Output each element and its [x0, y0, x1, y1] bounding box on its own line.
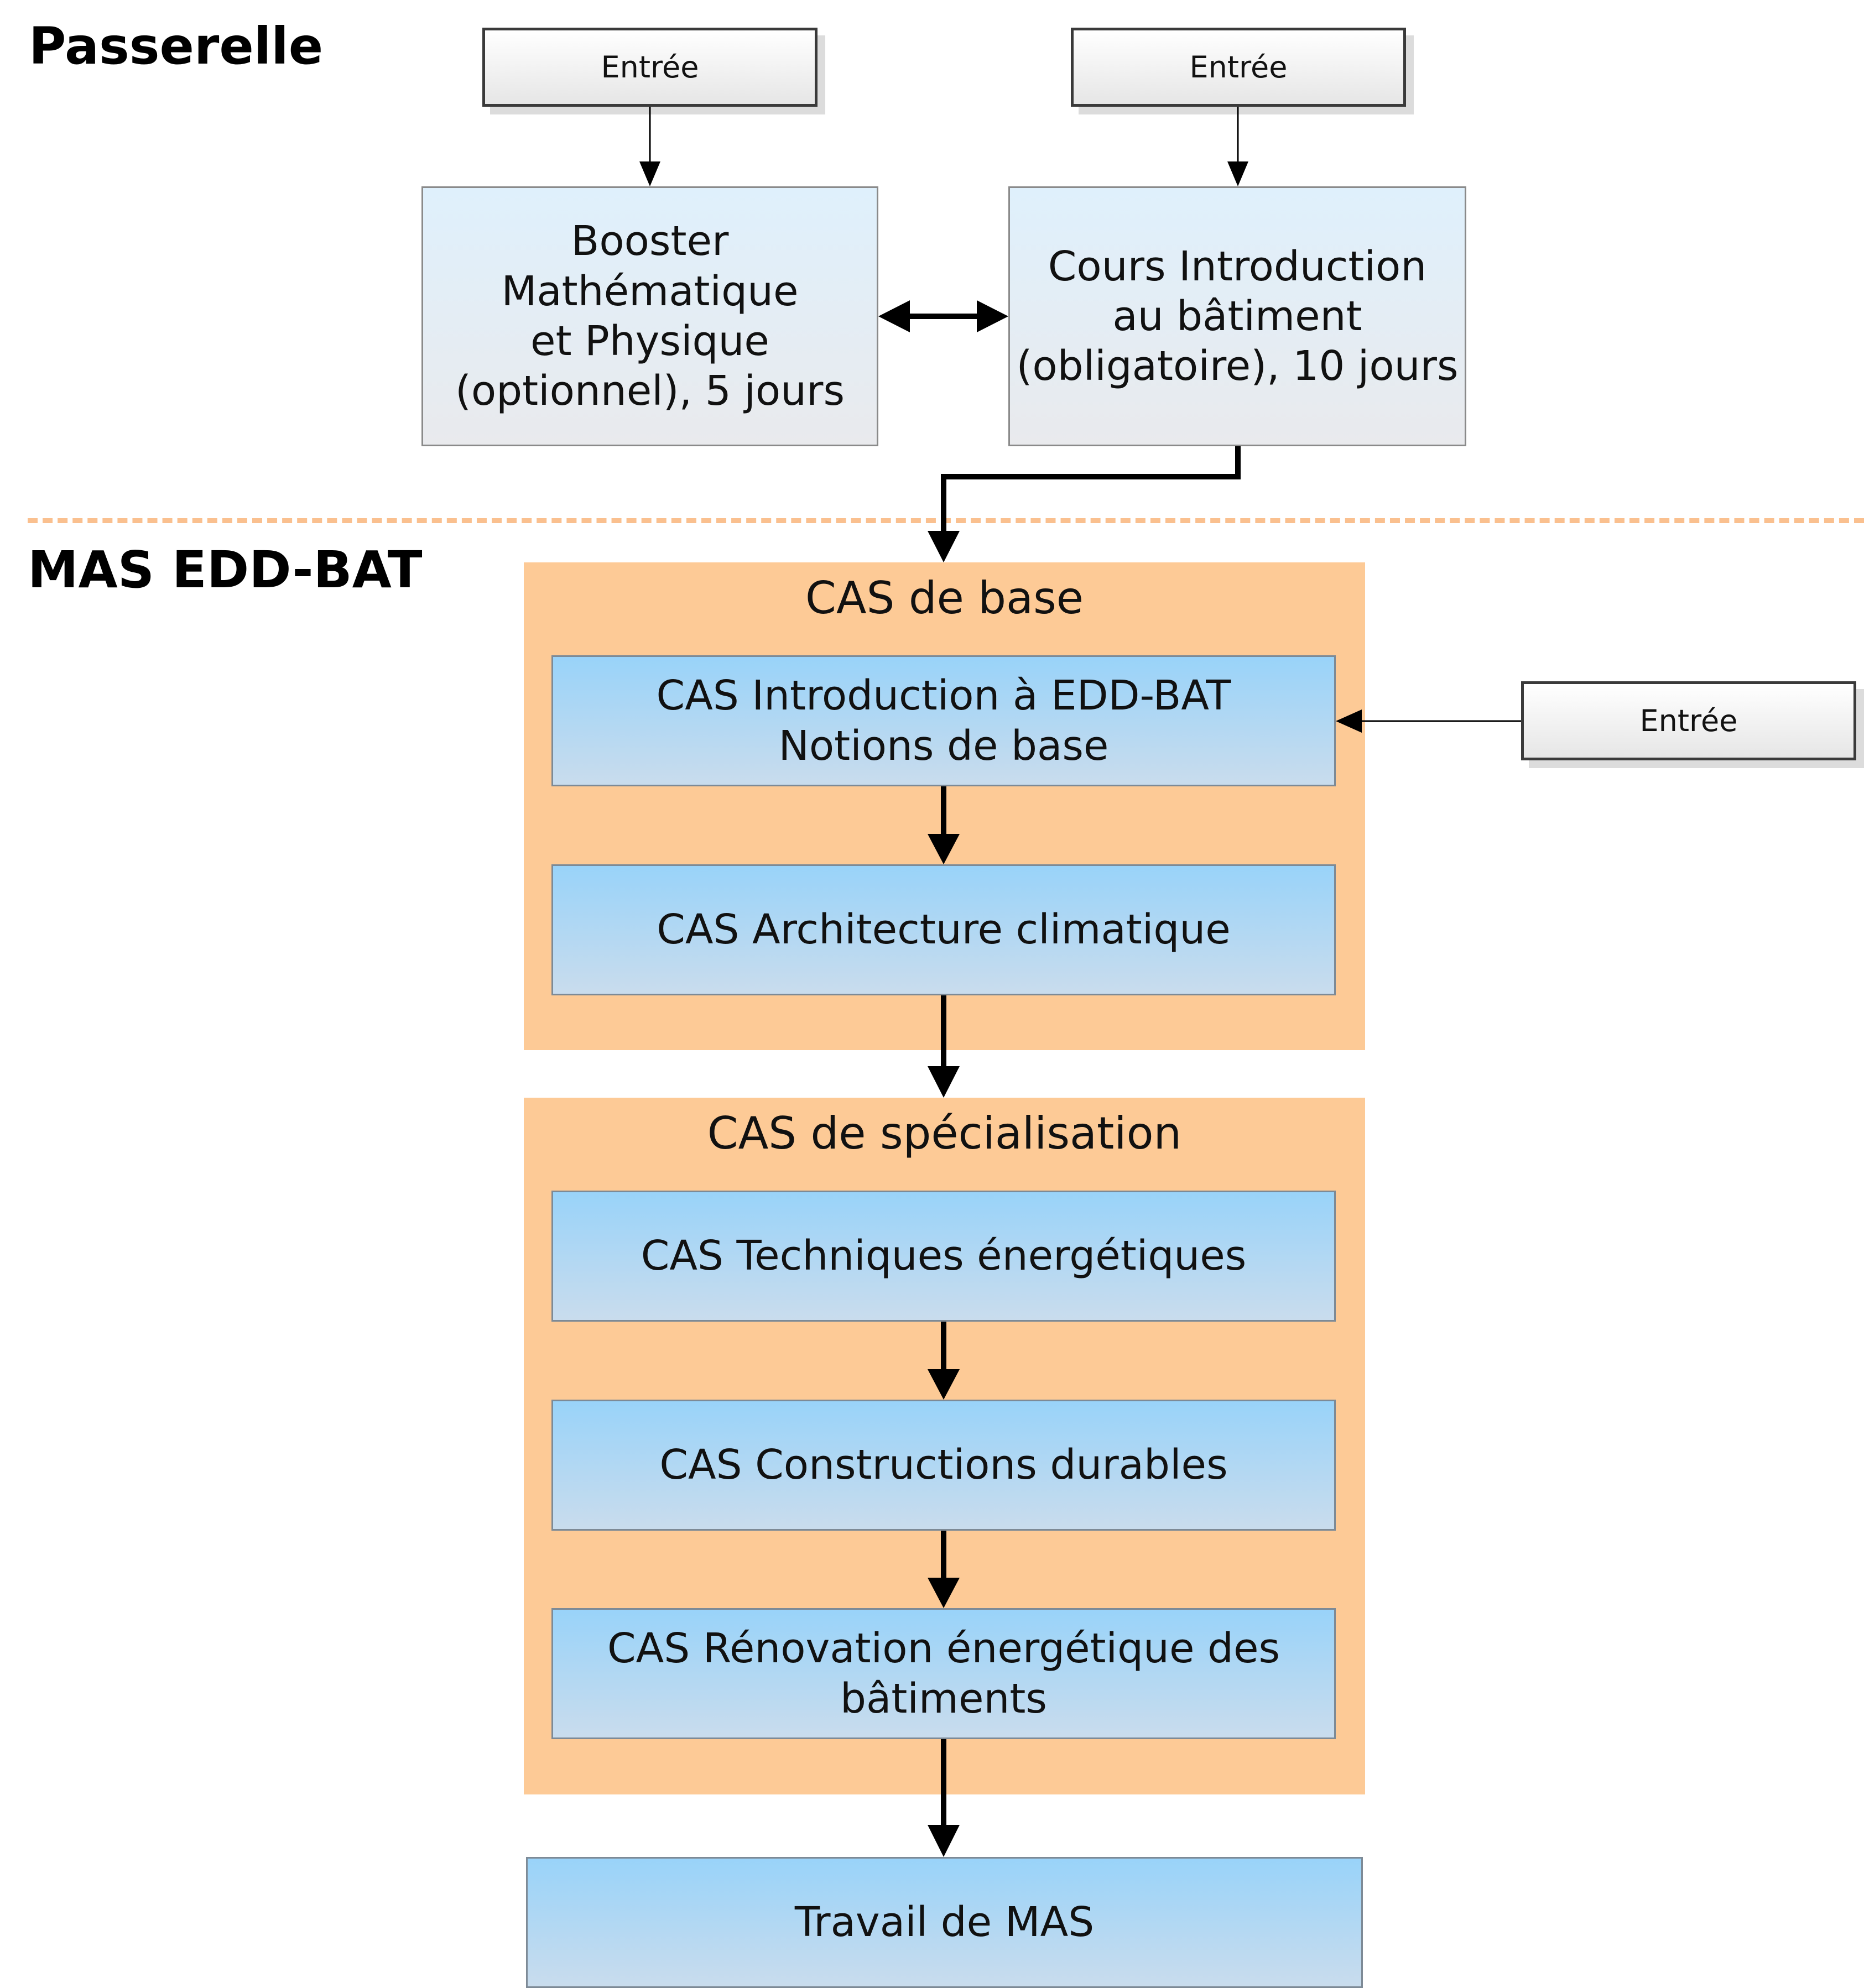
arrow-architecture-to-specialisation [928, 995, 960, 1098]
cas-constructions-box: CAS Constructions durables [551, 1400, 1336, 1531]
cas-specialisation-title: CAS de spécialisation [707, 1108, 1182, 1159]
arrow-booster-cours-bidirectional [878, 300, 1008, 332]
entry-box-booster: Entrée [482, 28, 818, 107]
travail-de-mas-box: Travail de MAS [526, 1857, 1363, 1988]
arrow-entry-to-cours [1227, 107, 1248, 186]
arrow-intro-to-architecture [928, 786, 960, 864]
arrow-constructions-to-renovation [928, 1531, 960, 1608]
cas-architecture-box: CAS Architecture climatique [551, 864, 1336, 995]
arrow-entry-to-cas-intro [1336, 709, 1521, 733]
cours-introduction-box: Cours Introduction au bâtiment (obligato… [1008, 186, 1466, 446]
cas-introduction-box: CAS Introduction à EDD-BAT Notions de ba… [551, 655, 1336, 786]
arrow-renovation-to-travail [928, 1739, 960, 1857]
booster-box: Booster Mathématique et Physique (option… [421, 186, 878, 446]
arrow-cours-to-cas-base [928, 446, 1241, 562]
section-title-passerelle: Passerelle [29, 17, 324, 76]
arrow-entry-to-booster [639, 107, 660, 186]
section-title-mas: MAS EDD-BAT [28, 540, 423, 599]
cas-techniques-box: CAS Techniques énergétiques [551, 1191, 1336, 1322]
cas-de-base-title: CAS de base [805, 572, 1084, 624]
entry-box-cours: Entrée [1071, 28, 1406, 107]
entry-box-cas-intro: Entrée [1521, 681, 1856, 760]
arrow-techniques-to-constructions [928, 1322, 960, 1400]
cas-renovation-box: CAS Rénovation énergétique des bâtiments [551, 1608, 1336, 1739]
